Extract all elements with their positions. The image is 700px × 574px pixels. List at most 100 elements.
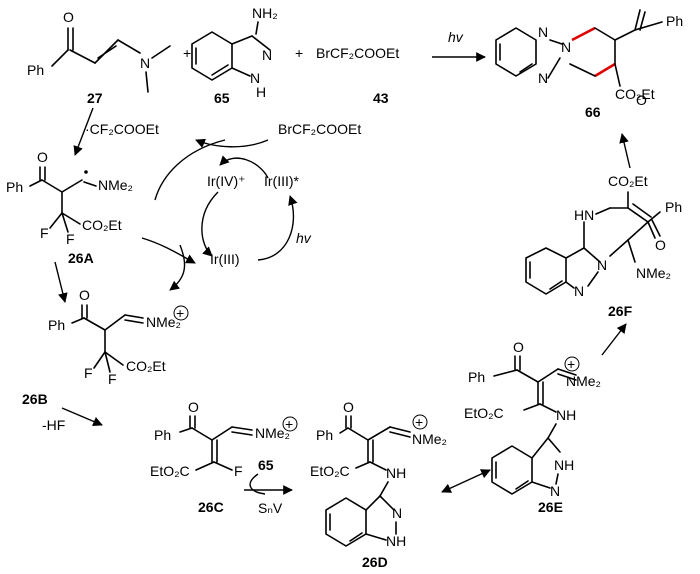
step-snv: SₙV xyxy=(258,500,283,516)
atom-ph: Ph xyxy=(154,427,171,443)
atom-n: N xyxy=(140,55,150,71)
label-66: 66 xyxy=(585,104,601,120)
arrow-26a-to-26b xyxy=(54,261,68,303)
atom-o: O xyxy=(79,287,90,303)
intermediate-26e: O Ph NMe₂ + EtO₂C NH NH N 26E xyxy=(464,339,601,515)
atom-n: N xyxy=(392,505,402,521)
atom-n: N xyxy=(250,70,260,86)
intermediate-26f: CO₂Et Ph HN O NMe₂ N N 26F xyxy=(525,173,682,319)
atom-ph: Ph xyxy=(48,317,65,333)
atom-ph: Ph xyxy=(468,369,485,385)
condition-hv: hv xyxy=(448,29,464,45)
arrow-to-26b xyxy=(169,244,186,291)
arc-65-addition xyxy=(249,473,266,495)
label-26a: 26A xyxy=(68,250,94,266)
atom-nh: NH xyxy=(554,457,574,473)
atom-eto2c: EtO₂C xyxy=(310,463,350,479)
arrow-ir3-to-ir3star xyxy=(257,195,298,261)
atom-o: O xyxy=(188,399,199,415)
atom-o: O xyxy=(655,237,666,253)
atom-o: O xyxy=(513,339,524,355)
atom-nme2: NMe₂ xyxy=(255,425,290,441)
atom-o: O xyxy=(636,92,647,108)
cycle-hv: hv xyxy=(296,230,312,246)
atom-f: F xyxy=(108,371,117,387)
arrow-26b-to-26c xyxy=(61,407,103,427)
atom-nme2: NMe₂ xyxy=(98,177,133,193)
atom-f: F xyxy=(40,225,49,241)
atom-nh: NH xyxy=(386,465,406,481)
plus-sign: + xyxy=(183,45,191,61)
cycle-ir3: Ir(III) xyxy=(210,251,240,267)
label-26c: 26C xyxy=(198,499,224,515)
label-26e: 26E xyxy=(538,499,563,515)
resonance-arrow xyxy=(441,469,491,493)
label-65: 65 xyxy=(214,90,230,106)
atom-nme2: NMe₂ xyxy=(566,373,601,389)
atom-co2et: CO₂Et xyxy=(82,217,122,233)
plus-charge: + xyxy=(567,356,575,372)
atom-o: O xyxy=(343,399,354,415)
atom-n: N xyxy=(550,483,560,499)
label-43: 43 xyxy=(373,90,389,106)
plus-sign: + xyxy=(295,45,303,61)
intermediate-26d: O Ph NMe₂ + EtO₂C NH N NH 26D xyxy=(310,399,447,570)
step-reagent-65: 65 xyxy=(258,457,274,473)
atom-eto2c: EtO₂C xyxy=(464,405,504,421)
atom-ph: Ph xyxy=(666,13,683,29)
atom-n: N xyxy=(538,24,548,40)
intermediate-26a: O Ph NMe₂ F F CO₂Et 26A xyxy=(6,149,133,266)
intermediate-26b: O Ph NMe₂ + F F CO₂Et 26B xyxy=(22,287,189,407)
arrow-bromide-to-radical xyxy=(195,138,269,148)
atom-hn: HN xyxy=(574,207,594,223)
atom-ph: Ph xyxy=(665,199,682,215)
plus-charge: + xyxy=(415,414,423,430)
compound-27: Ph O N 27 xyxy=(27,9,171,106)
cycle-ir3-star: Ir(III)* xyxy=(264,173,300,189)
cycle-ir4: Ir(IV)⁺ xyxy=(207,173,246,189)
atom-co2et: CO₂Et xyxy=(615,86,655,102)
intermediate-26c: O Ph NMe₂ + EtO₂C F 26C xyxy=(150,399,298,515)
arrow-ir3star-to-ir4 xyxy=(219,155,269,179)
atom-f: F xyxy=(84,365,93,381)
atom-o: O xyxy=(37,149,48,165)
atom-nh2: NH₂ xyxy=(252,5,278,21)
atom-o: O xyxy=(63,9,74,25)
atom-h: H xyxy=(256,84,266,100)
atom-nme2: NMe₂ xyxy=(412,431,447,447)
atom-co2et: CO₂Et xyxy=(608,173,648,189)
arrow-ir4-to-ir3 xyxy=(201,191,219,257)
arrow-26f-to-66 xyxy=(619,133,631,169)
arc-bromide-to-ir4 xyxy=(154,139,226,201)
atom-nh: NH xyxy=(386,533,406,549)
atom-nh: NH xyxy=(556,407,576,423)
radical-cf2cooet: ·CF₂COOEt xyxy=(85,121,159,137)
compound-65: N NH₂ N H 65 xyxy=(191,5,278,106)
step-hf-loss: -HF xyxy=(42,417,65,433)
label-27: 27 xyxy=(87,90,103,106)
atom-n: N xyxy=(262,47,272,63)
atom-ph: Ph xyxy=(316,427,333,443)
plus-charge: + xyxy=(176,305,184,321)
arrow-26e-to-26f xyxy=(601,323,627,356)
compound-66: N N N Ph O CO₂Et 66 xyxy=(495,9,683,120)
label-26b: 26B xyxy=(22,391,48,407)
atom-eto2c: EtO₂C xyxy=(150,463,190,479)
plus-charge: + xyxy=(285,416,293,432)
arrow-26a-to-ir3 xyxy=(141,237,196,264)
atom-n: N xyxy=(574,283,584,299)
cycle-reagent-bromide: BrCF₂COOEt xyxy=(278,121,361,137)
label-26f: 26F xyxy=(608,303,633,319)
atom-f: F xyxy=(66,231,75,247)
atom-ph: Ph xyxy=(6,179,23,195)
arrow-27-to-26a xyxy=(73,107,94,156)
atom-nme2: NMe₂ xyxy=(146,314,181,330)
atom-n: N xyxy=(561,39,571,55)
atom-co2et: CO₂Et xyxy=(126,358,166,374)
atom-n: N xyxy=(597,257,607,273)
atom-ph: Ph xyxy=(27,62,44,78)
reagent-bromide: BrCF₂COOEt xyxy=(316,45,399,61)
atom-nme2: NMe₂ xyxy=(636,265,671,281)
